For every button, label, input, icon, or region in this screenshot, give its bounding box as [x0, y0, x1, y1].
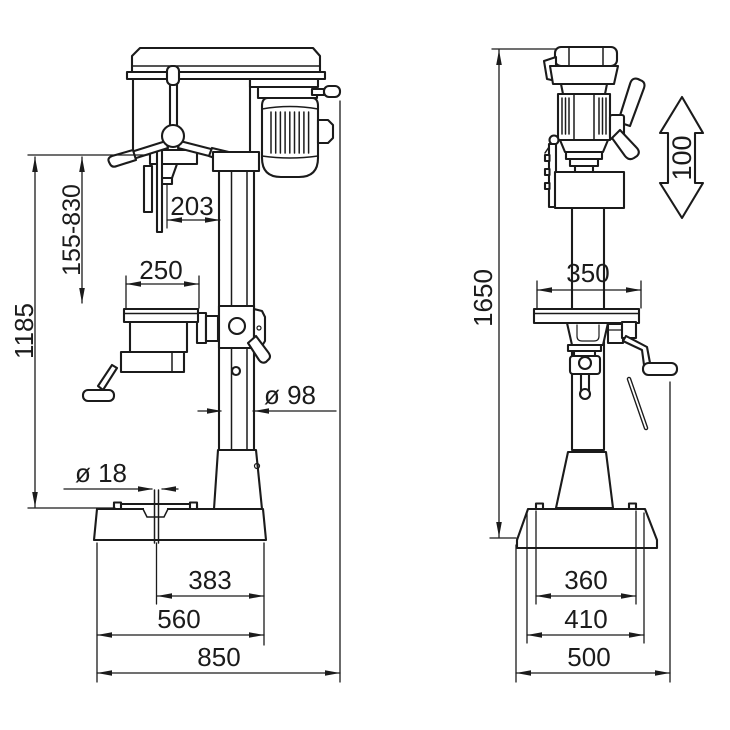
- front-motor-bracket: [256, 85, 319, 100]
- front-view-dimensions: 1185 155-830 203 250 ø 98 ø 18: [9, 100, 341, 683]
- front-table: [81, 307, 220, 403]
- dim-slot-diameter-label: ø 18: [75, 458, 127, 488]
- side-table-bracket: [565, 321, 610, 347]
- side-chuck: [558, 138, 610, 154]
- side-feed-lever-lower: [610, 128, 640, 161]
- front-depth-scale: [142, 164, 154, 214]
- front-rear-handle: [310, 87, 326, 97]
- side-head-cap: [553, 45, 619, 68]
- dim-base-top-width-label: 360: [564, 565, 607, 595]
- side-clamp-assembly: [566, 343, 603, 401]
- front-table-bracket: [217, 304, 272, 377]
- dim-spindle-to-column-label: 203: [170, 191, 213, 221]
- dim-column-diameter-label: ø 98: [264, 380, 316, 410]
- side-table-crank: [620, 320, 679, 431]
- dim-overall-height-label: 1650: [468, 269, 498, 327]
- front-view-machine: [81, 46, 342, 544]
- front-motor-fins: [270, 111, 310, 154]
- front-belt-cover: [130, 46, 322, 74]
- front-base: [92, 448, 268, 544]
- side-feed-lever-upper: [616, 77, 646, 128]
- front-depth-rod: [155, 148, 164, 234]
- side-base: [515, 450, 659, 550]
- side-view-machine: [515, 45, 679, 550]
- side-motor-fins: [561, 97, 607, 135]
- side-table: [532, 307, 641, 325]
- dim-table-depth-label: 250: [139, 255, 182, 285]
- dim-base-mid-width-label: 410: [564, 604, 607, 634]
- side-head-block: [553, 170, 626, 210]
- side-view-dimensions: 1650 100 350 360 410 500: [468, 48, 705, 683]
- dim-spindle-stroke-label: 100: [667, 135, 697, 180]
- front-table-crank: [96, 363, 119, 392]
- front-column-collar: [211, 150, 261, 173]
- side-motor-section: [556, 92, 612, 142]
- dim-working-height-label: 1185: [9, 303, 39, 359]
- front-terminal-box: [316, 118, 335, 145]
- dim-spindle-range-label: 155-830: [58, 184, 86, 276]
- dim-overall-depth-label: 850: [197, 642, 240, 672]
- stroke-double-arrow: [658, 95, 705, 220]
- dim-base-depth-label: 560: [157, 604, 200, 634]
- front-head-body: [131, 77, 252, 154]
- dim-overall-width-label: 500: [567, 642, 610, 672]
- dim-table-width-label: 350: [566, 258, 609, 288]
- dim-slot-to-rear-label: 383: [188, 565, 231, 595]
